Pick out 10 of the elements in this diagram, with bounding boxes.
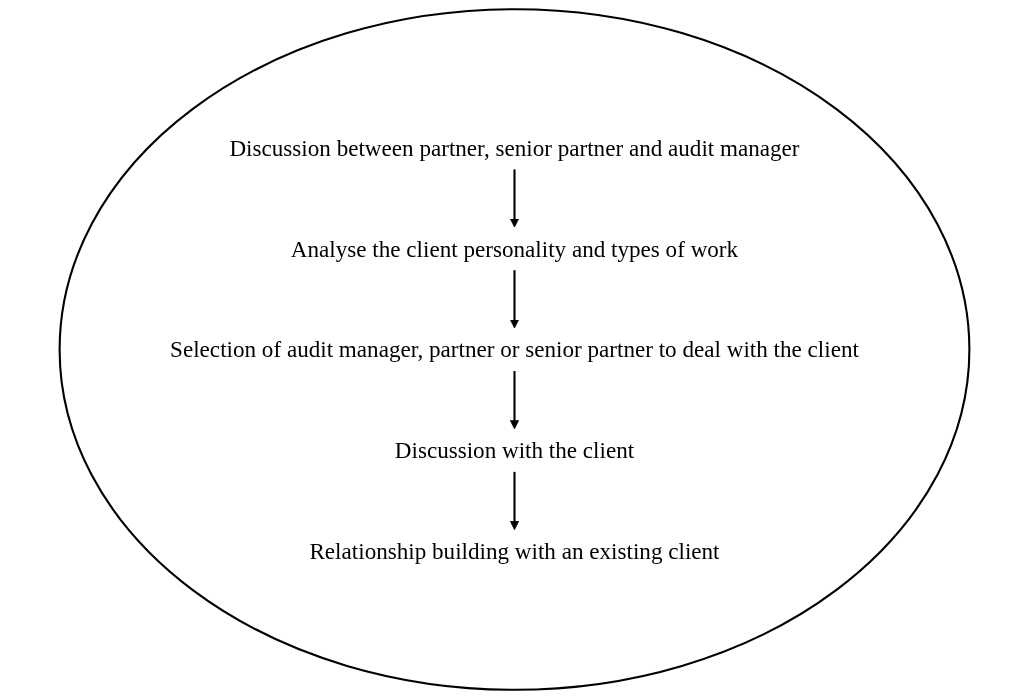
node-text: Selection of audit manager, partner or senior partner to deal with the client xyxy=(170,336,859,363)
node-text: Discussion with the client xyxy=(394,437,635,464)
arrow xyxy=(509,270,520,329)
node-text: Discussion between partner, senior partner and audit manager xyxy=(229,134,800,161)
arrow xyxy=(509,169,520,228)
node-text: Analyse the client personality and types of work xyxy=(290,235,739,262)
arrow xyxy=(509,471,520,531)
node-text: Relationship building with an existing client xyxy=(309,538,720,565)
arrow xyxy=(509,371,520,430)
cluster xyxy=(58,8,971,691)
